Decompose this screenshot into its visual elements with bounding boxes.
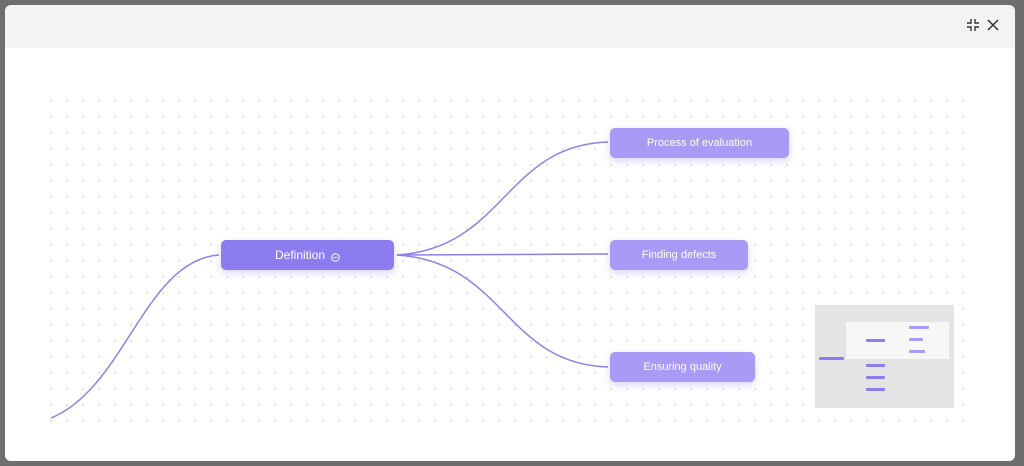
node-label: Finding defects [641,249,717,261]
minimap-node [909,326,929,329]
mindmap-window: Definition Process of evaluation Finding… [5,5,1015,461]
node-ensuring-quality[interactable]: Ensuring quality [610,352,755,382]
minimap-node [819,357,844,360]
minimap[interactable] [815,305,954,408]
node-label: Ensuring quality [643,361,722,373]
mindmap-canvas[interactable]: Definition Process of evaluation Finding… [5,48,1015,461]
node-label: Process of evaluation [646,137,753,149]
minimap-node [909,338,923,341]
collapse-icon[interactable] [331,251,340,262]
minimap-node [866,388,885,391]
minimap-viewport[interactable] [846,322,949,359]
minimap-node [866,364,885,367]
close-icon[interactable] [984,16,1002,34]
link-parent-to-root [50,254,220,419]
node-process-of-evaluation[interactable]: Process of evaluation [610,128,789,158]
mindmap-links [50,141,609,419]
node-finding-defects[interactable]: Finding defects [610,240,748,270]
link-root-to-process-of-evaluation [396,141,609,256]
minimap-node [866,339,885,342]
title-bar [5,5,1015,48]
minimap-node [909,350,925,353]
link-root-to-finding-defects [396,253,609,256]
minimap-node [866,376,885,379]
root-node-label: Definition [274,248,326,262]
root-node-definition[interactable]: Definition [221,240,394,270]
link-root-to-ensuring-quality [396,254,609,368]
exit-fullscreen-icon[interactable] [964,16,982,34]
